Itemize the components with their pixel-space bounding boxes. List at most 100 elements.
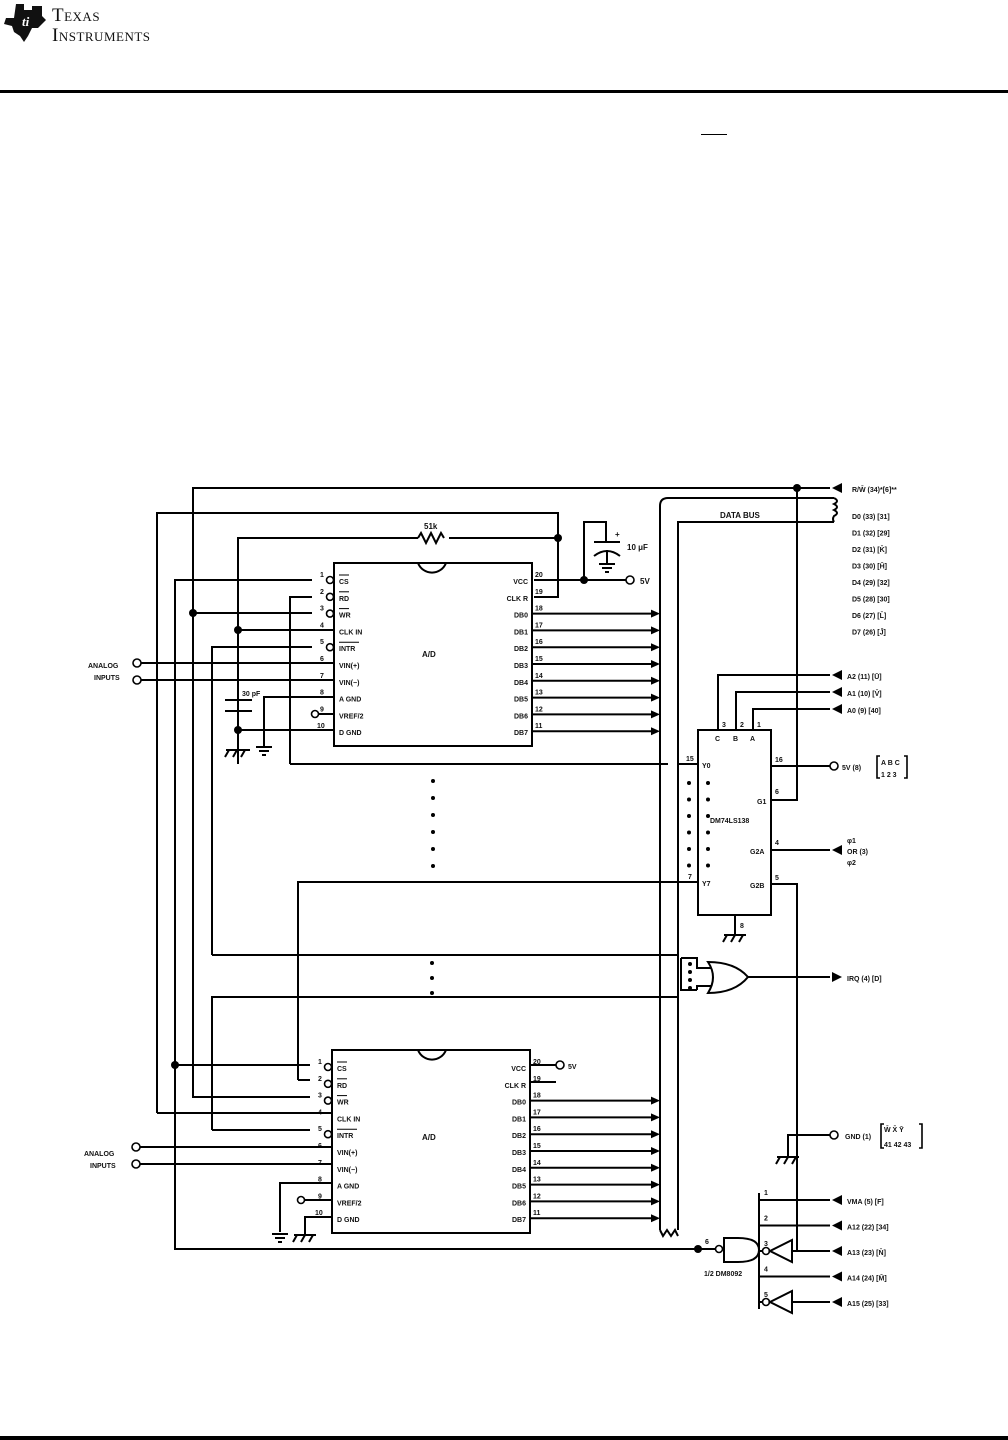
intr-wire — [211, 646, 312, 955]
bottom-analog-label-2: INPUTS — [90, 1163, 116, 1170]
cs-select-wire — [174, 1065, 698, 1250]
phi1-label: φ1 — [847, 838, 856, 845]
adc-bottom-pin-name: DB5 — [512, 1184, 526, 1191]
adc-top-pin-num: 5 — [320, 639, 324, 646]
adc-top-pin-num: 12 — [535, 706, 543, 713]
adc-top-pin-num: 11 — [535, 723, 543, 730]
vcc-pin-num: 16 — [775, 757, 783, 764]
bracket-bottom: 1 2 3 — [881, 772, 897, 779]
clk-bus-wire — [156, 512, 559, 1113]
adc-bottom-pin-name: DB0 — [512, 1100, 526, 1107]
brand-line-2: Instruments — [52, 25, 151, 46]
adc-bottom-pin-num: 19 — [533, 1076, 541, 1083]
nand-input-pin: 1 — [764, 1190, 768, 1197]
adc-top-pin-name: WR — [339, 613, 351, 620]
y7-pin-num: 7 — [688, 874, 692, 881]
or-gate — [706, 960, 750, 995]
nand-gate — [723, 1237, 761, 1263]
y0-pin-num: 15 — [686, 756, 694, 763]
arrow-icon — [832, 1297, 842, 1307]
inversion-bubble — [325, 642, 335, 652]
decoder-input-signal: A1 (10) [V̄] — [847, 689, 882, 698]
adc-top-pin-num: 20 — [535, 572, 543, 579]
bracket-top: A B C — [881, 760, 900, 767]
svg-text:ti: ti — [22, 14, 30, 29]
adc-bottom-pin-name: CLK R — [505, 1083, 526, 1090]
arrow-icon — [651, 609, 660, 618]
adc-top-pin-name: D GND — [339, 730, 362, 737]
ground-icon — [256, 746, 272, 756]
adc-top-pin-name: DB5 — [514, 697, 528, 704]
inverter-icon — [767, 1289, 793, 1315]
rd-wire — [289, 596, 312, 764]
continuation-dot — [430, 991, 434, 995]
nand-input-pin: 4 — [764, 1267, 768, 1274]
arrow-icon — [651, 676, 660, 685]
g2a-pin-name: G2A — [750, 849, 764, 856]
bus-signal-label: D3 (30) [H̄] — [852, 562, 887, 571]
adc-bottom-pin-name: DB3 — [512, 1150, 526, 1157]
adc-bottom-pin-num: 11 — [533, 1210, 541, 1217]
nand-input-signal: A14 (24) [M̄] — [847, 1274, 887, 1283]
adc-bottom-pin-name: DB4 — [512, 1167, 526, 1174]
continuation-dot — [431, 796, 435, 800]
brand-name: Texas Instruments — [52, 6, 151, 46]
cs-wire — [174, 579, 312, 1065]
bus-signal-label: D5 (28) [30] — [852, 597, 890, 604]
adc-bottom-pin-name: DB1 — [512, 1116, 526, 1123]
decoder-vcc-signal: 5V (8) — [842, 765, 861, 772]
adc-bottom-pin-num: 20 — [533, 1059, 541, 1066]
adc-bottom-pin-num: 17 — [533, 1109, 541, 1116]
g2b-wire — [771, 883, 798, 1250]
bottom-analog-label-1: ANALOG — [84, 1151, 115, 1158]
adc-top-pin-name: VIN(+) — [339, 663, 359, 670]
adc-bottom-pin-num: 16 — [533, 1126, 541, 1133]
g1-pin-name: G1 — [757, 799, 766, 806]
nand-input-signal: VMA (5) [F] — [847, 1199, 884, 1206]
arrow-icon — [651, 727, 660, 736]
adc-top-pin-name: DB0 — [514, 613, 528, 620]
bus-signal-label: D7 (26) [J̄] — [852, 628, 886, 637]
nand-input-pin: 5 — [764, 1292, 768, 1299]
gnd-pin-num: 8 — [740, 923, 744, 930]
bus-signal-label: D4 (29) [32] — [852, 580, 890, 587]
decoder-input-pin: 1 — [757, 722, 761, 729]
g1-pin-num: 6 — [775, 789, 779, 796]
nand-input-signal: A13 (23) [N̄] — [847, 1248, 886, 1257]
arrow-icon — [651, 1113, 660, 1122]
gnd-bracket-bottom: 41 42 43 — [884, 1142, 911, 1149]
adc-top-pin-num: 10 — [317, 723, 325, 730]
bus-signal-label: D0 (33) [31] — [852, 514, 890, 521]
arrow-icon — [651, 643, 660, 652]
arrow-icon — [651, 660, 660, 668]
arrow-icon — [832, 1220, 842, 1231]
phi2-label: φ2 — [847, 860, 856, 867]
adc-bottom-pin-num: 15 — [533, 1143, 541, 1150]
nand-input-pin: 3 — [764, 1241, 768, 1248]
arrow-icon — [651, 1197, 660, 1206]
overbar-mark — [701, 134, 727, 135]
chassis-ground-icon — [224, 749, 250, 758]
adc-top-pin-name: VCC — [513, 579, 528, 586]
adc-bottom-pin-name: CLK IN — [337, 1116, 360, 1123]
adc-bottom-pin-name: CS — [337, 1066, 347, 1073]
resistor-51k — [417, 530, 445, 546]
arrow-icon — [651, 1130, 660, 1139]
nand-output-pin: 6 — [705, 1239, 709, 1246]
inversion-bubble — [325, 609, 335, 618]
decoder-input-wire — [752, 708, 830, 730]
g1-wire — [771, 488, 798, 801]
adc-bottom-pin-num: 13 — [533, 1177, 541, 1184]
adc-bottom-pin-name: WR — [337, 1100, 349, 1107]
bus-signal-label: R/W̄ (34)*[6]** — [852, 485, 897, 494]
adc-bottom-pin-name: VIN(−) — [337, 1167, 357, 1174]
decoder-input-wire — [717, 674, 830, 730]
ground-icon — [599, 550, 615, 573]
adc-top-pin-num: 7 — [320, 673, 324, 680]
adc-bottom-pin-num: 12 — [533, 1193, 541, 1200]
y0-pin-name: Y0 — [702, 763, 711, 770]
decoder-input-pin: 2 — [740, 722, 744, 729]
decoder-chip — [697, 729, 772, 916]
bypass-cap-label: 10 μF — [627, 543, 648, 552]
adc-bottom-pin-name: D GND — [337, 1217, 360, 1224]
